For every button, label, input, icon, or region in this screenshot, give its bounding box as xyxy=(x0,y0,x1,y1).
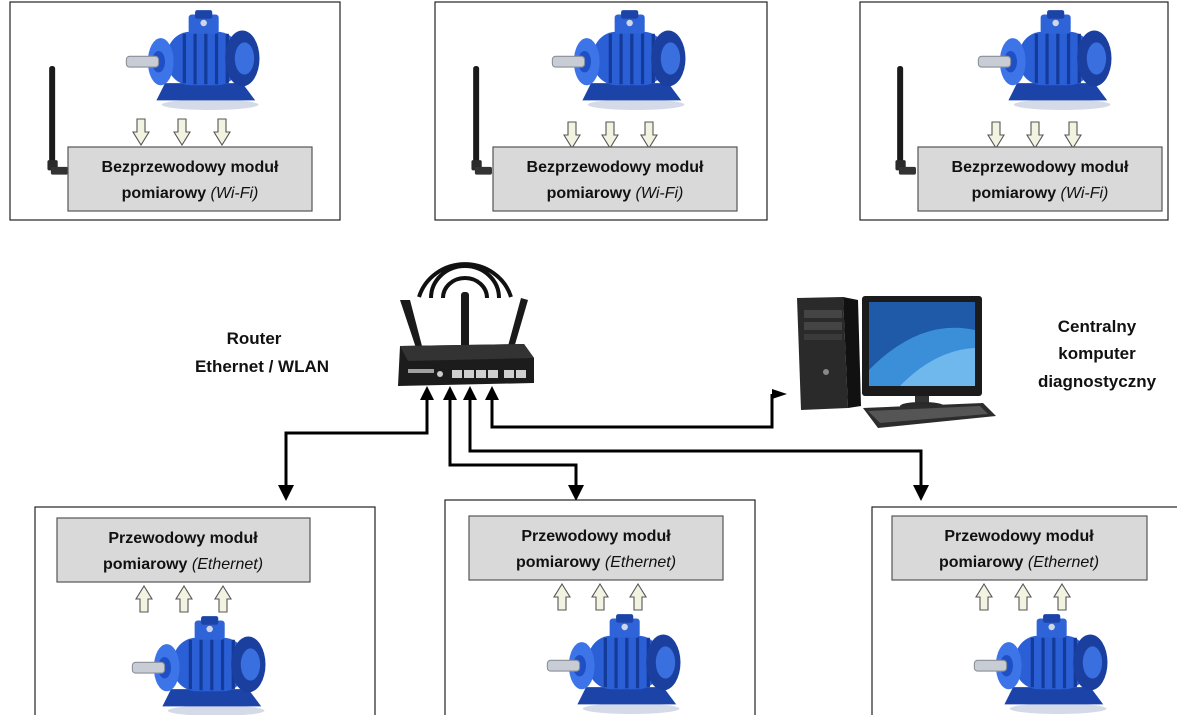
computer-icon xyxy=(797,297,861,410)
wireless-module-box xyxy=(917,146,1163,212)
wired-module-box xyxy=(891,515,1148,581)
computer-group: Centralny komputer diagnostyczny xyxy=(797,296,1157,428)
wireless-unit-3: Bezprzewodowy moduł pomiarowy (Wi-Fi) xyxy=(859,1,1169,221)
wired-unit-2: Przewodowy moduł pomiarowy (Ethernet) xyxy=(444,499,756,715)
wireless-module-subtitle: pomiarowy (Wi-Fi) xyxy=(972,185,1109,202)
monitor-icon xyxy=(862,296,982,410)
connection-router-wired-1 xyxy=(278,386,434,501)
router-label-line1: Router xyxy=(227,329,282,348)
wired-module-title: Przewodowy moduł xyxy=(521,528,671,545)
wireless-module-title: Bezprzewodowy moduł xyxy=(952,159,1129,176)
wired-module-box xyxy=(56,517,311,583)
wired-module-subtitle: pomiarowy (Ethernet) xyxy=(103,556,263,573)
wired-module-subtitle: pomiarowy (Ethernet) xyxy=(939,554,1099,571)
wifi-signal-icon xyxy=(417,262,513,299)
wireless-module-box xyxy=(492,146,738,212)
computer-label-line2: komputer xyxy=(1058,344,1136,363)
keyboard-icon xyxy=(863,403,996,428)
wired-module-title: Przewodowy moduł xyxy=(944,528,1094,545)
wired-module-subtitle: pomiarowy (Ethernet) xyxy=(516,554,676,571)
wired-unit-1: Przewodowy moduł pomiarowy (Ethernet) xyxy=(34,506,376,715)
wireless-unit-1: Bezprzewodowy moduł pomiarowy (Wi-Fi) xyxy=(9,1,341,221)
wireless-unit-2: Bezprzewodowy moduł pomiarowy (Wi-Fi) xyxy=(434,1,768,221)
connection-router-computer xyxy=(485,386,787,429)
computer-label-line1: Centralny xyxy=(1058,317,1137,336)
connection-router-wired-2 xyxy=(443,386,584,501)
connection-router-wired-3 xyxy=(463,386,929,501)
wired-unit-3: Przewodowy moduł pomiarowy (Ethernet) xyxy=(871,506,1177,715)
computer-label-line3: diagnostyczny xyxy=(1038,372,1157,391)
router-label-line2: Ethernet / WLAN xyxy=(195,357,329,376)
wired-module-title: Przewodowy moduł xyxy=(108,530,258,547)
wireless-module-subtitle: pomiarowy (Wi-Fi) xyxy=(122,185,259,202)
wireless-module-subtitle: pomiarowy (Wi-Fi) xyxy=(547,185,684,202)
wireless-module-box xyxy=(67,146,313,212)
wired-module-box xyxy=(468,515,724,581)
wireless-module-title: Bezprzewodowy moduł xyxy=(102,159,279,176)
router-group: Router Ethernet / WLAN xyxy=(195,262,534,386)
router-icon xyxy=(398,292,534,386)
wireless-module-title: Bezprzewodowy moduł xyxy=(527,159,704,176)
